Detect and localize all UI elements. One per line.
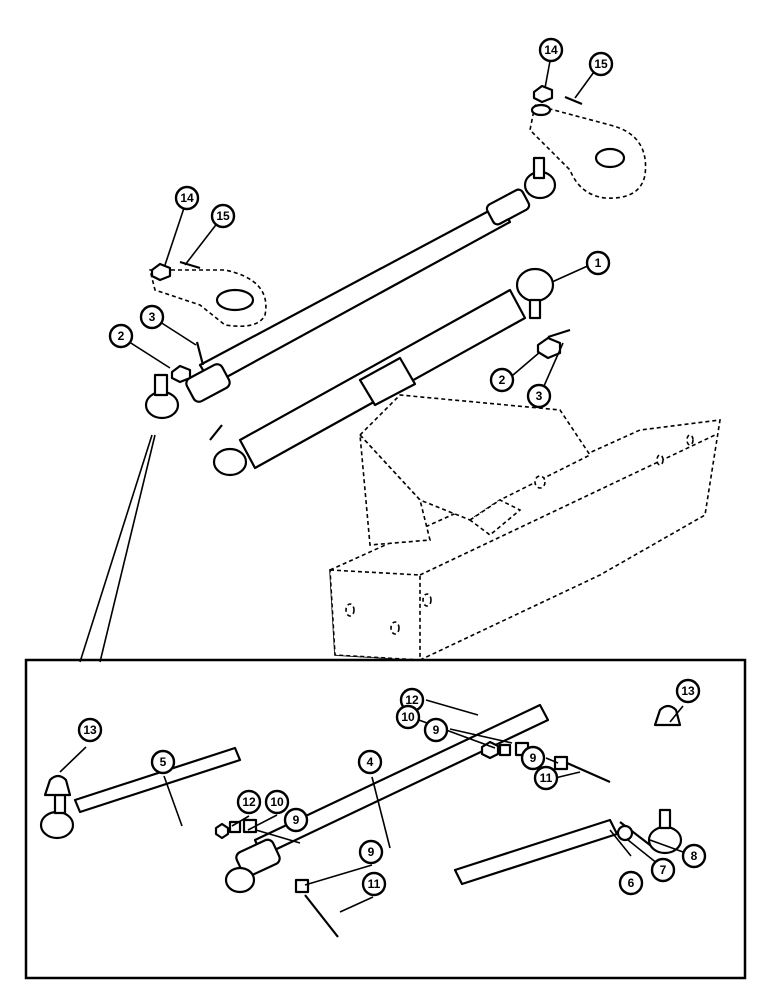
callout-13-right: 13 (675, 678, 701, 704)
callout-9-low: 9 (358, 839, 384, 865)
callout-11-low: 11 (361, 871, 387, 897)
svg-text:1: 1 (595, 256, 602, 270)
callout-2-right: 2 (489, 367, 515, 393)
upper-hardware (150, 84, 583, 384)
svg-text:8: 8 (691, 849, 698, 863)
callout-3-left: 3 (139, 304, 165, 330)
svg-text:9: 9 (293, 813, 300, 827)
inset-tie-rod-assembly (39, 703, 683, 938)
callout-15-top: 15 (588, 51, 614, 77)
callout-5: 5 (150, 749, 176, 775)
callout-14-top: 14 (538, 37, 564, 63)
svg-text:12: 12 (405, 693, 419, 707)
leader-lines-upper (122, 60, 600, 396)
svg-text:13: 13 (83, 723, 97, 737)
frame-phantom (329, 394, 721, 661)
steering-cylinder (209, 267, 555, 477)
callout-9-mid: 9 (283, 807, 309, 833)
svg-text:7: 7 (660, 863, 667, 877)
zoom-lines (79, 434, 156, 663)
svg-text:15: 15 (216, 209, 230, 223)
callout-8: 8 (681, 843, 707, 869)
callout-14-left: 14 (174, 185, 200, 211)
svg-text:15: 15 (594, 57, 608, 71)
svg-text:2: 2 (118, 329, 125, 343)
svg-text:3: 3 (536, 389, 543, 403)
detail-inset-frame (24, 658, 747, 980)
svg-text:5: 5 (160, 755, 167, 769)
svg-text:12: 12 (242, 795, 256, 809)
svg-text:3: 3 (149, 310, 156, 324)
callout-9-right: 9 (520, 745, 546, 771)
svg-text:11: 11 (368, 877, 381, 891)
svg-text:9: 9 (433, 723, 440, 737)
upper-tie-rod (144, 156, 557, 420)
svg-text:14: 14 (544, 43, 558, 57)
callout-3-right: 3 (526, 383, 552, 409)
callout-2-left: 2 (108, 323, 134, 349)
callout-13-left: 13 (77, 717, 103, 743)
svg-text:4: 4 (367, 755, 374, 769)
callout-11-right: 11 (533, 765, 559, 791)
callout-10-top: 10 (395, 704, 421, 730)
callout-10-mid: 10 (264, 789, 290, 815)
svg-text:10: 10 (401, 710, 415, 724)
callout-12-mid: 12 (236, 789, 262, 815)
callout-4: 4 (357, 749, 383, 775)
svg-text:10: 10 (270, 795, 284, 809)
svg-text:9: 9 (530, 751, 537, 765)
svg-text:6: 6 (628, 876, 635, 890)
callout-1: 1 (585, 250, 611, 276)
callout-9-top: 9 (423, 717, 449, 743)
svg-text:2: 2 (499, 373, 506, 387)
steering-arm-right (529, 103, 647, 199)
svg-text:9: 9 (368, 845, 375, 859)
svg-text:13: 13 (681, 684, 695, 698)
callout-15-left: 15 (210, 203, 236, 229)
callout-6: 6 (618, 870, 644, 896)
svg-text:11: 11 (540, 771, 553, 785)
leader-lines-inset (59, 699, 695, 913)
svg-text:14: 14 (180, 191, 194, 205)
callout-7: 7 (650, 857, 676, 883)
